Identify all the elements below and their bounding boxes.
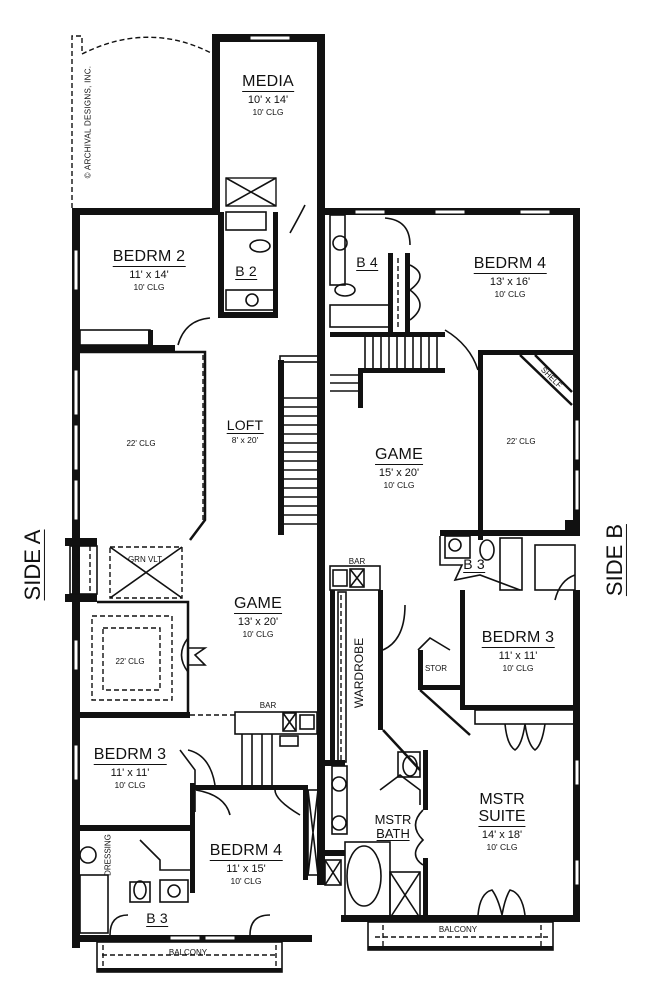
room-name: B 2 <box>235 263 257 280</box>
room-a-bedrm-3: BEDRM 3 11' x 11' 10' CLG <box>93 746 167 790</box>
loft-stair-treads <box>284 397 318 525</box>
side-b-label: SIDE B <box>601 523 628 597</box>
room-b-mstr-bath: MSTR BATH <box>374 812 412 842</box>
room-dimensions: 15' x 20' <box>378 467 420 479</box>
room-b-balcony: BALCONY <box>438 925 478 934</box>
room-name: BEDRM 2 <box>112 248 186 267</box>
room-a-game: GAME 13' x 20' 10' CLG <box>234 596 282 639</box>
side-a-walls <box>65 34 325 973</box>
room-a-balcony: BALCONY <box>168 948 208 957</box>
room-a-loft: LOFT 8' x 20' <box>226 417 264 445</box>
room-dimensions: 11' x 14' <box>129 269 169 281</box>
room-b-b3: B 3 <box>463 557 485 573</box>
room-ceiling: 10' CLG <box>502 663 534 673</box>
room-name-line-2: SUITE <box>478 807 526 827</box>
room-ceiling: 10' CLG <box>230 876 262 886</box>
room-b-stor: STOR <box>424 664 448 673</box>
room-b-mstr-suite: MSTR SUITE 14' x 18' 10' CLG <box>478 791 526 853</box>
room-b-game: GAME 15' x 20' 10' CLG <box>375 447 423 490</box>
room-ceiling: 10' CLG <box>252 107 284 117</box>
room-name: LOFT <box>226 417 264 434</box>
room-dimensions: 13' x 16' <box>489 276 531 288</box>
room-name: BEDRM 4 <box>473 255 547 274</box>
side-a-label: SIDE A <box>19 529 46 601</box>
room-dimensions: 11' x 15' <box>226 863 266 875</box>
room-a-bedrm-2: BEDRM 2 11' x 14' 10' CLG <box>112 248 186 292</box>
room-name: GAME <box>234 595 282 614</box>
room-ceiling: 10' CLG <box>242 629 274 639</box>
room-dimensions: 10' x 14' <box>247 94 289 106</box>
room-name: BEDRM 3 <box>481 629 555 648</box>
room-a-bar: BAR <box>259 701 277 710</box>
room-b-b4: B 4 <box>356 255 378 271</box>
room-dimensions: 13' x 20' <box>237 616 279 628</box>
room-b-bedrm-4: BEDRM 4 13' x 16' 10' CLG <box>473 255 547 299</box>
room-name-line-1: MSTR <box>479 791 525 808</box>
room-media: MEDIA 10' x 14' 10' CLG <box>242 74 294 117</box>
room-a-b2: B 2 <box>235 264 257 280</box>
room-ceiling: 10' CLG <box>114 780 146 790</box>
room-ceiling: 10' CLG <box>486 842 518 853</box>
room-name-line-2: BATH <box>376 825 410 842</box>
room-ceiling: 10' CLG <box>494 289 526 299</box>
room-dimensions: 8' x 20' <box>231 435 259 445</box>
room-a-grn-vlt: GRN VLT <box>127 555 163 564</box>
room-name: B 4 <box>356 254 378 271</box>
room-a-dressing: DRESSING <box>103 834 113 876</box>
room-name: B 3 <box>463 556 485 573</box>
room-a-bedrm-4: BEDRM 4 11' x 15' 10' CLG <box>209 842 283 886</box>
room-a-vault-upper-ceiling: 22' CLG <box>126 439 156 448</box>
room-name-line-1: MSTR <box>374 812 412 827</box>
room-a-vault-lower-ceiling: 22' CLG <box>115 657 145 666</box>
room-dimensions: 11' x 11' <box>110 767 150 779</box>
room-b-vault-ceiling: 22' CLG <box>506 437 536 446</box>
room-name: BEDRM 4 <box>209 842 283 861</box>
room-a-b3: B 3 <box>146 911 168 927</box>
room-ceiling: 10' CLG <box>133 282 165 292</box>
copyright-notice: © ARCHIVAL DESIGNS, INC. <box>83 65 93 179</box>
room-name: GAME <box>375 446 423 465</box>
room-name: B 3 <box>146 910 168 927</box>
room-ceiling: 10' CLG <box>383 480 415 490</box>
room-name: MEDIA <box>242 73 294 92</box>
room-b-bedrm-3: BEDRM 3 11' x 11' 10' CLG <box>481 629 555 673</box>
room-name: BEDRM 3 <box>93 746 167 765</box>
room-b-wardrobe: WARDROBE <box>352 637 366 709</box>
room-dimensions: 14' x 18' <box>481 828 523 841</box>
room-dimensions: 11' x 11' <box>498 650 538 662</box>
side-b-walls <box>324 208 580 951</box>
room-b-bar: BAR <box>348 557 366 566</box>
